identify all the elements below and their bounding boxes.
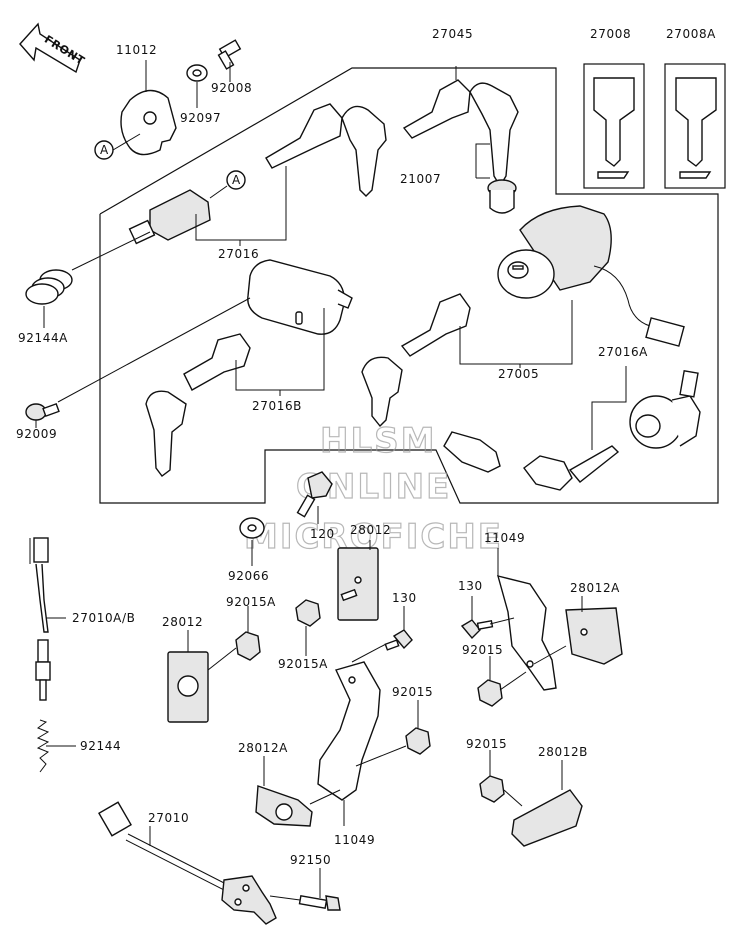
watermark-line1: HLSM bbox=[320, 421, 436, 461]
key-blank-27008-icon bbox=[593, 77, 635, 179]
lock-27016a-icon bbox=[629, 369, 701, 449]
key-pair-27016a-icon bbox=[443, 431, 620, 491]
label-11049-top: 11049 bbox=[484, 531, 525, 545]
key-box-27008a bbox=[664, 63, 726, 189]
label-27045: 27045 bbox=[432, 27, 473, 41]
label-28012-left: 28012 bbox=[162, 615, 203, 629]
label-92008: 92008 bbox=[211, 81, 252, 95]
label-92015-mid: 92015 bbox=[392, 685, 433, 699]
lock-27016b-icon bbox=[247, 259, 353, 335]
label-92144: 92144 bbox=[80, 739, 121, 753]
marker-a-mid-icon: A bbox=[226, 170, 246, 190]
label-92009: 92009 bbox=[16, 427, 57, 441]
label-130-right: 130 bbox=[458, 579, 483, 593]
label-92144a: 92144A bbox=[18, 331, 68, 345]
label-27008a: 27008A bbox=[666, 27, 716, 41]
switch-92150-icon bbox=[221, 875, 277, 925]
pad-28012b-icon bbox=[511, 789, 583, 847]
plate-11012-icon bbox=[120, 89, 177, 156]
key-pair-27005-icon bbox=[361, 293, 471, 428]
harness-27010-icon bbox=[98, 801, 231, 893]
label-21007: 21007 bbox=[400, 172, 441, 186]
label-27016b: 27016B bbox=[252, 399, 302, 413]
bolt-92150-icon bbox=[298, 894, 341, 911]
label-11012: 11012 bbox=[116, 43, 157, 57]
nut-92015a-icon bbox=[295, 599, 321, 627]
part-labels: 11012 92008 92097 27045 27008 27008A 210… bbox=[16, 27, 716, 867]
label-92097: 92097 bbox=[180, 111, 221, 125]
label-27016: 27016 bbox=[218, 247, 259, 261]
spring-92144a-icon bbox=[25, 269, 73, 305]
label-27010: 27010 bbox=[148, 811, 189, 825]
label-130-mid: 130 bbox=[392, 591, 417, 605]
pad-28012-left-icon bbox=[167, 651, 209, 723]
assembly-frame bbox=[99, 63, 726, 504]
pad-28012a-left-icon bbox=[255, 785, 313, 827]
label-27010ab: 27010A/B bbox=[72, 611, 135, 625]
marker-a-left: A bbox=[100, 143, 109, 157]
nut-92015-mid-icon bbox=[405, 727, 431, 755]
label-92066: 92066 bbox=[228, 569, 269, 583]
key-blank-27008a-icon bbox=[675, 77, 717, 179]
bolt-120-icon bbox=[296, 471, 333, 518]
label-28012b: 28012B bbox=[538, 745, 588, 759]
bolt-130-mid-icon bbox=[384, 629, 413, 651]
marker-a-mid: A bbox=[232, 173, 241, 187]
washer-92066-icon bbox=[239, 517, 265, 539]
label-11049-bottom: 11049 bbox=[334, 833, 375, 847]
key-pair-27016b-icon bbox=[145, 333, 251, 477]
lock-cylinder-27016-icon bbox=[128, 189, 211, 245]
marker-a-left-icon: A bbox=[94, 140, 114, 160]
bracket-11049-top-icon bbox=[497, 575, 557, 691]
nut-92015-low-icon bbox=[479, 775, 505, 803]
screw-92009-icon bbox=[25, 402, 60, 421]
key-box-27008 bbox=[583, 63, 645, 189]
pad-28012a-right-icon bbox=[565, 607, 623, 665]
label-28012a-right: 28012A bbox=[570, 581, 620, 595]
nut-92015-right-icon bbox=[477, 679, 503, 707]
label-120: 120 bbox=[310, 527, 335, 541]
front-arrow-icon: FRONT bbox=[19, 22, 87, 74]
cap-21007-icon bbox=[487, 179, 517, 214]
bolt-92008-icon bbox=[217, 39, 242, 70]
label-28012-top: 28012 bbox=[350, 523, 391, 537]
label-92150: 92150 bbox=[290, 853, 331, 867]
bolt-130-right-icon bbox=[460, 619, 494, 640]
nut-92015a-left-icon bbox=[235, 631, 261, 661]
label-92015a-right: 92015A bbox=[278, 657, 328, 671]
harness-27010ab-icon bbox=[29, 537, 51, 701]
ignition-switch-27005-icon bbox=[497, 205, 685, 347]
label-27008: 27008 bbox=[590, 27, 631, 41]
pad-28012-top-icon bbox=[337, 547, 379, 621]
label-92015-right: 92015 bbox=[462, 643, 503, 657]
bracket-11049-bottom-icon bbox=[317, 661, 381, 801]
label-27005: 27005 bbox=[498, 367, 539, 381]
spring-92144-icon bbox=[36, 719, 50, 773]
washer-92097-icon bbox=[186, 64, 208, 82]
label-92015-low: 92015 bbox=[466, 737, 507, 751]
key-pair-27045-icon bbox=[265, 79, 519, 197]
label-28012a-left: 28012A bbox=[238, 741, 288, 755]
label-92015a-left: 92015A bbox=[226, 595, 276, 609]
label-27016a: 27016A bbox=[598, 345, 648, 359]
